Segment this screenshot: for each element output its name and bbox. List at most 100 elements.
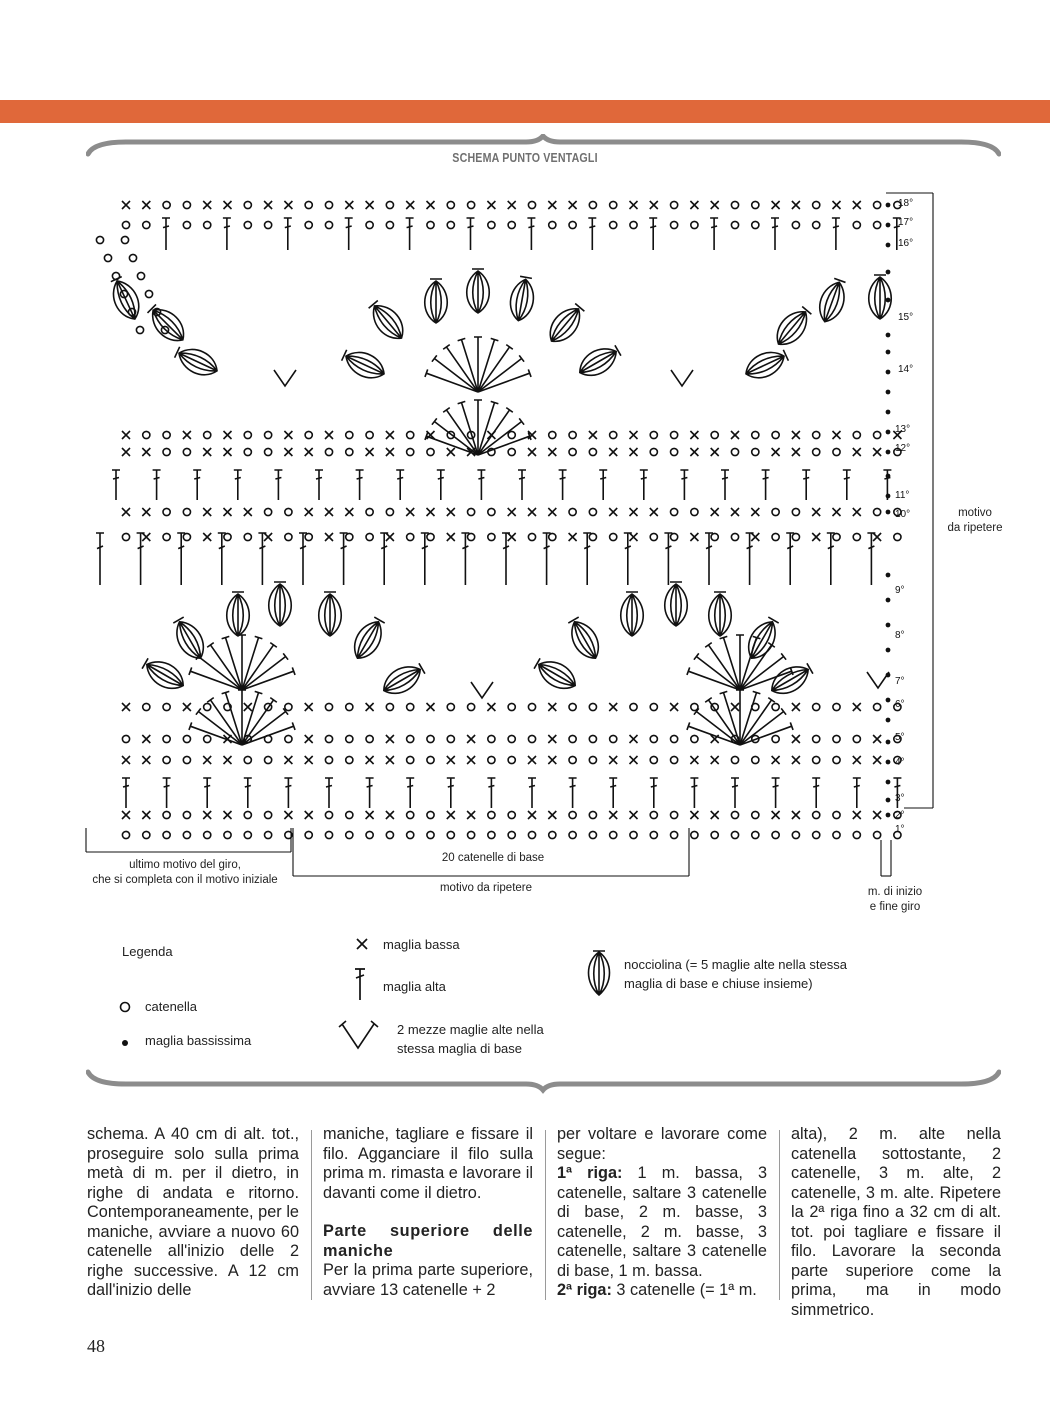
double-crochet-icon [355, 968, 365, 1000]
chain-stitch [426, 810, 435, 820]
chain-stitch [568, 507, 577, 517]
double-crochet [217, 532, 226, 585]
column-separator [779, 1130, 780, 1300]
fan-stitch [442, 406, 479, 456]
chain-stitch [426, 830, 435, 840]
single-crochet [689, 810, 699, 820]
chain-stitch [730, 755, 740, 765]
single-crochet [283, 430, 293, 440]
chain-stitch [324, 702, 334, 712]
single-crochet [324, 430, 334, 440]
fan-stitch [719, 690, 741, 746]
fan-stitch [206, 641, 243, 691]
puff-stitch [567, 616, 600, 659]
single-crochet [852, 507, 862, 517]
double-crochet [344, 217, 353, 250]
double-crochet [609, 777, 618, 808]
chain-stitch [588, 830, 598, 840]
chain-stitch [202, 702, 212, 712]
single-crochet [121, 200, 131, 210]
single-crochet [121, 447, 131, 457]
chain-stitch [446, 830, 456, 840]
chain-stitch [263, 507, 273, 517]
double-crochet [405, 217, 414, 250]
chain-stitch [547, 830, 557, 840]
chain-stitch [162, 507, 171, 517]
chain-stitch [283, 702, 293, 712]
chain-stitch [152, 307, 162, 317]
chain-stitch [771, 507, 780, 517]
chain-stitch [162, 810, 171, 820]
slip-stitch [885, 797, 891, 803]
puff-stitch [353, 616, 386, 659]
single-crochet [831, 507, 842, 517]
single-crochet [547, 734, 557, 744]
legend-nocciolina: nocciolina (= 5 maglie alte nella stessa… [624, 957, 847, 991]
single-crochet [446, 507, 456, 517]
chain-stitch [710, 430, 720, 440]
chain-stitch [324, 734, 334, 744]
chain-stitch [669, 220, 679, 230]
fan-stitch [739, 707, 787, 746]
fan-stitch [241, 667, 296, 691]
chain-stitch [832, 702, 841, 712]
slip-stitch [885, 717, 891, 723]
chain-stitch [182, 734, 192, 744]
chain-stitch [811, 220, 821, 230]
single-crochet [547, 507, 557, 517]
slip-stitch [885, 597, 891, 603]
chain-stitch [690, 734, 699, 744]
chain-stitch [832, 447, 841, 457]
chain-stitch [811, 430, 821, 440]
two-half-double [866, 671, 890, 690]
double-crochet [831, 217, 840, 250]
single-crochet [750, 532, 760, 542]
chain-stitch [426, 734, 435, 744]
puff-stitch [267, 581, 293, 627]
chain-stitch [608, 430, 618, 440]
chain-stitch [263, 755, 273, 765]
fan-stitch [739, 696, 776, 746]
row-number-label: 14° [898, 364, 913, 375]
chain-stitch [243, 200, 253, 210]
chain-stitch [730, 532, 740, 542]
chain-stitch [136, 271, 146, 281]
fan-stitch [739, 722, 794, 746]
chain-stitch [588, 200, 598, 210]
single-crochet [324, 532, 334, 542]
chain-stitch [121, 830, 131, 840]
chain-stitch [405, 734, 415, 744]
chain-stitch [872, 220, 882, 230]
slip-stitch [885, 202, 891, 208]
chain-stitch [527, 532, 537, 542]
chain-stitch [141, 220, 151, 230]
single-crochet [141, 532, 151, 542]
single-crochet [202, 507, 212, 517]
double-crochet [599, 469, 608, 500]
single-crochet [425, 507, 436, 517]
single-crochet [730, 702, 740, 712]
chain-stitch [690, 220, 699, 230]
chain-stitch [832, 532, 841, 542]
chain-stitch [588, 734, 598, 744]
double-crochet [721, 469, 729, 500]
single-crochet [608, 507, 618, 517]
row-number-label: 18° [898, 198, 913, 209]
single-crochet [791, 447, 801, 457]
double-crochet [461, 532, 470, 585]
chain-stitch [405, 532, 415, 542]
text-column-1: schema. A 40 cm di alt. tot., proseguire… [87, 1125, 299, 1301]
chain-stitch [872, 430, 882, 440]
single-crochet [243, 702, 253, 712]
single-crochet [771, 447, 781, 457]
chain-stitch [162, 532, 171, 542]
fan-stitch [424, 369, 479, 393]
single-crochet [872, 755, 882, 765]
single-crochet [283, 200, 293, 210]
text-column-4: alta), 2 m. alte nella catenella sottost… [791, 1125, 1001, 1320]
fan-stitch [693, 652, 741, 691]
slip-stitch [885, 572, 891, 578]
chain-stitch [568, 702, 577, 712]
chain-stitch [669, 507, 679, 517]
fan-stitch [739, 667, 794, 691]
